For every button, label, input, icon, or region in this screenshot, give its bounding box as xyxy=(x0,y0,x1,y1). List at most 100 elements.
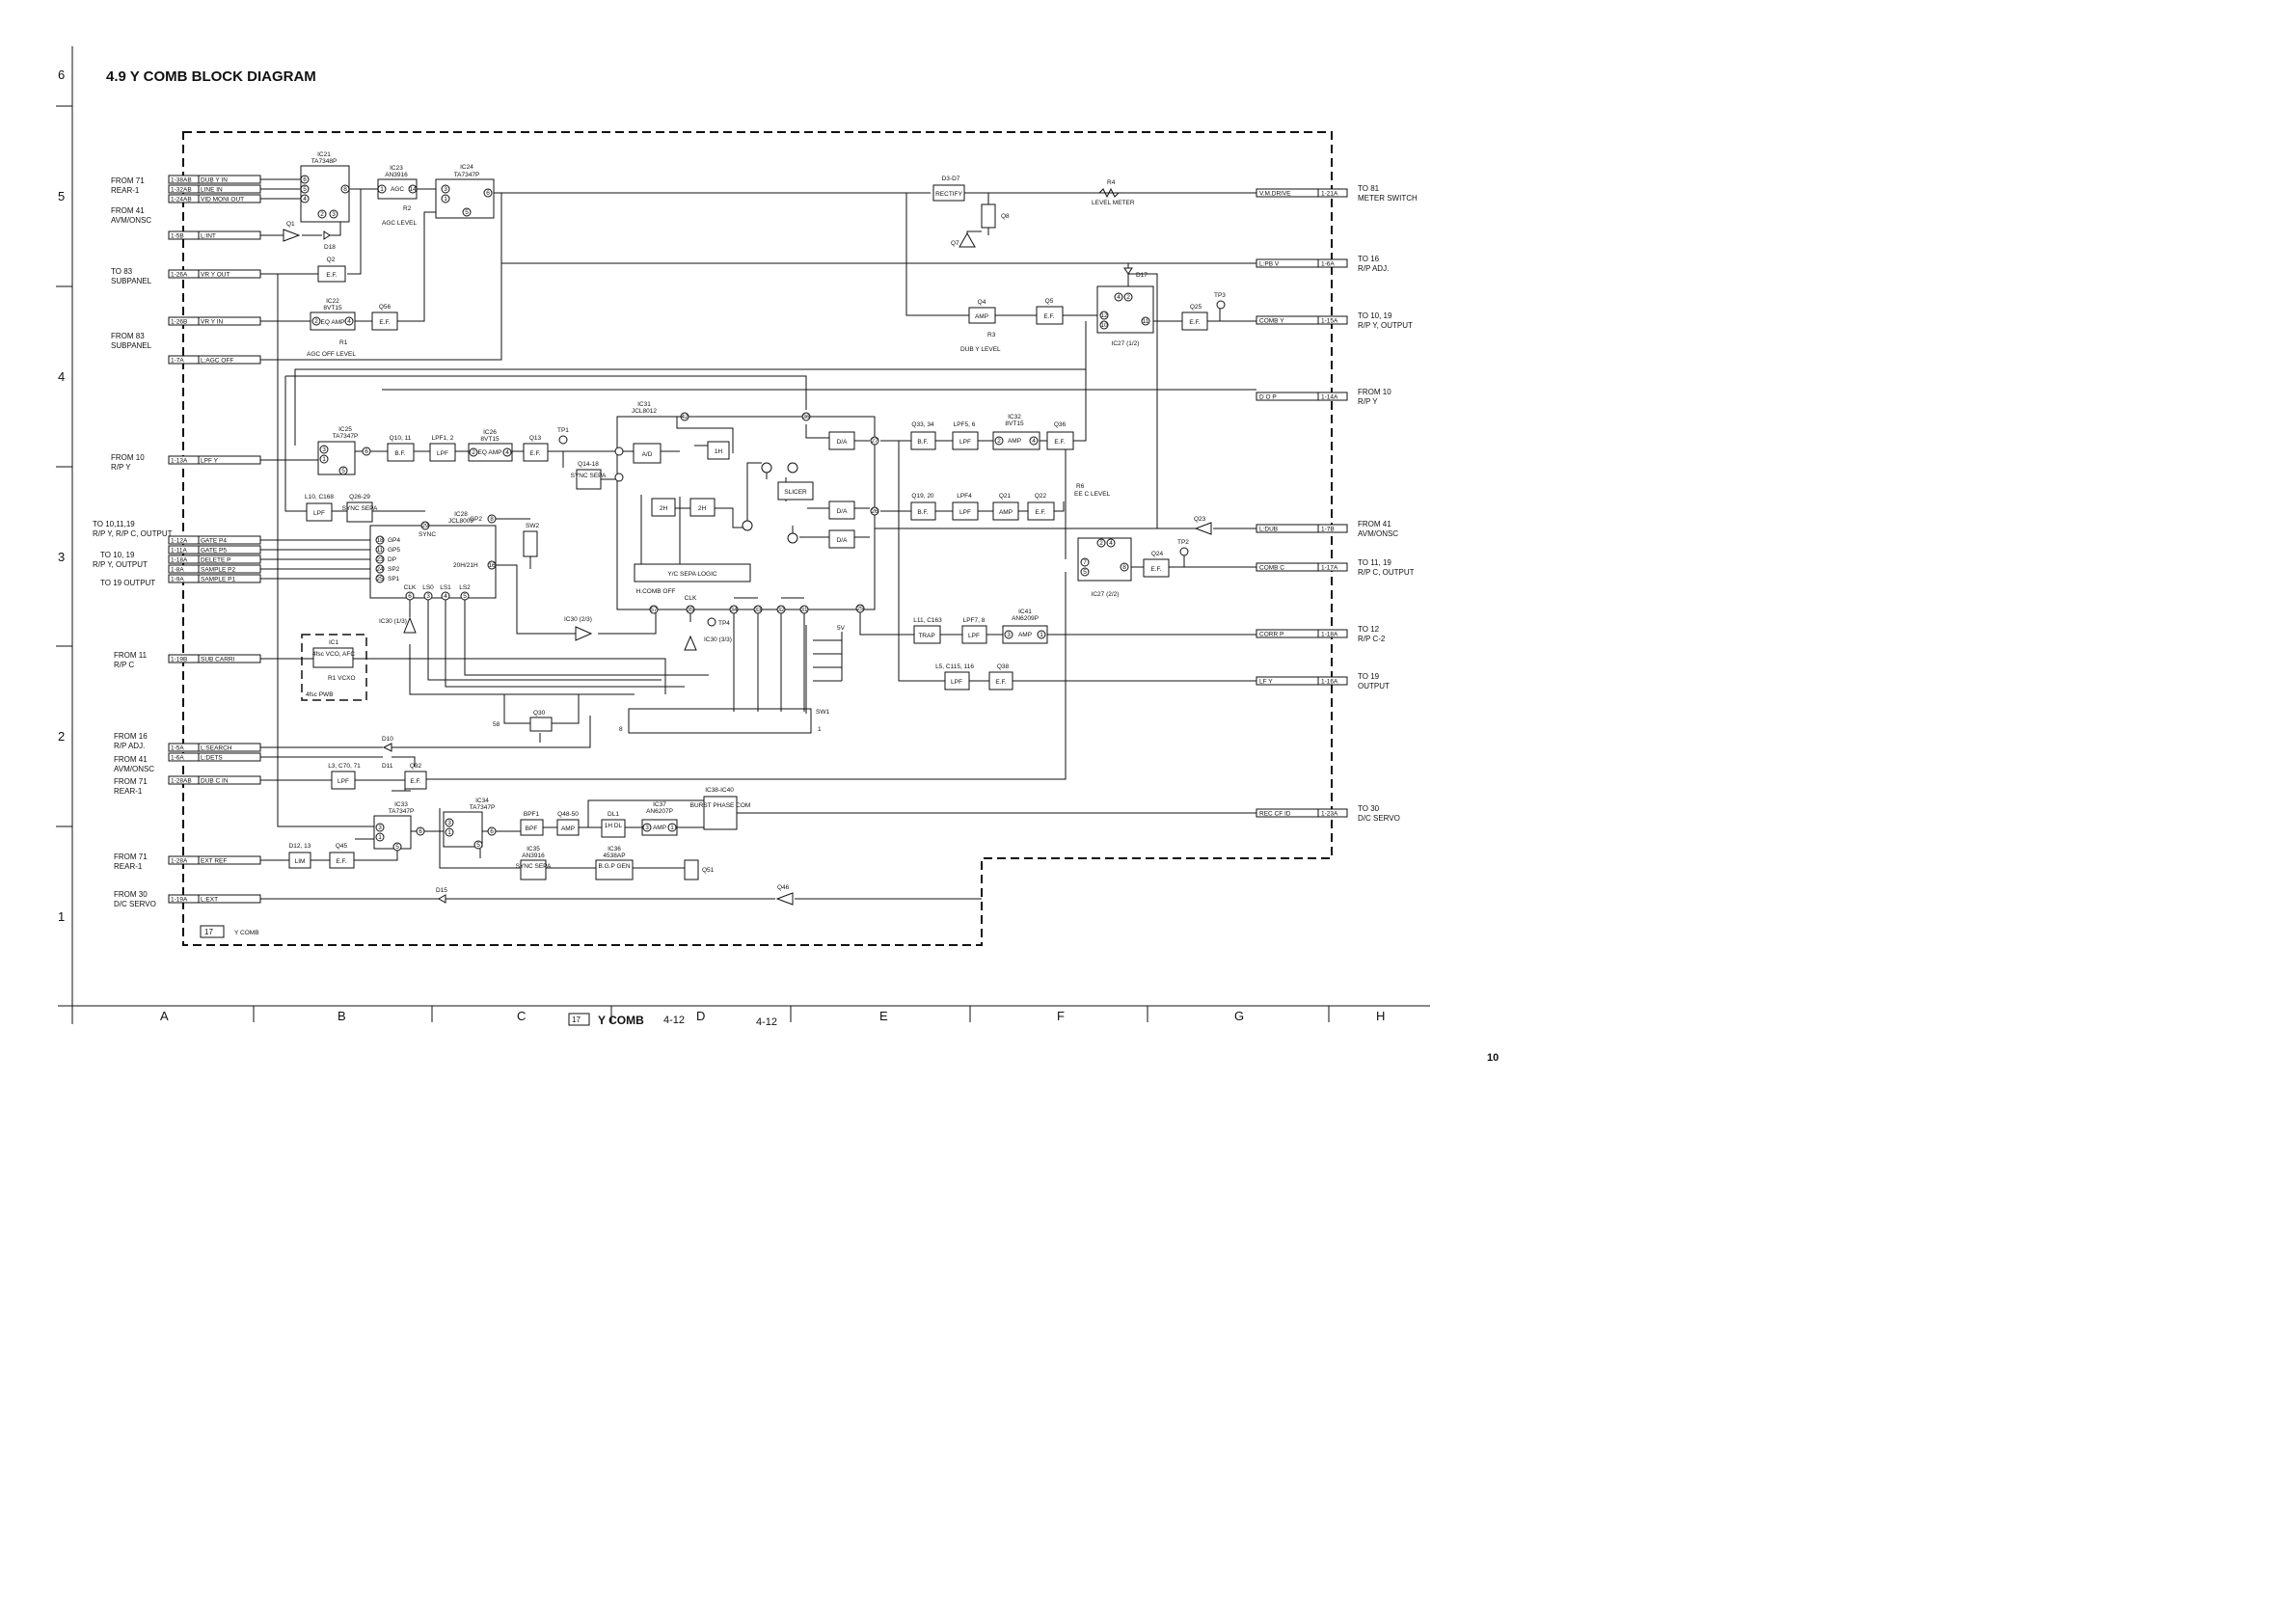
svg-text:25: 25 xyxy=(376,576,384,582)
svg-text:35: 35 xyxy=(687,607,694,613)
svg-text:R1 VCXO: R1 VCXO xyxy=(328,675,356,682)
svg-text:A/D: A/D xyxy=(642,451,653,458)
svg-text:3: 3 xyxy=(332,211,336,218)
row-label: 4 xyxy=(58,369,65,384)
svg-text:TA7348P: TA7348P xyxy=(311,158,338,165)
svg-text:TO 10, 19: TO 10, 19 xyxy=(1358,311,1392,320)
svg-text:LS0: LS0 xyxy=(422,584,434,591)
svg-text:R/P ADJ.: R/P ADJ. xyxy=(114,742,145,750)
svg-text:LPF: LPF xyxy=(313,510,325,517)
svg-text:VID MONI OUT: VID MONI OUT xyxy=(201,197,244,203)
svg-text:Q13: Q13 xyxy=(529,435,542,442)
svg-text:IC23: IC23 xyxy=(390,165,403,172)
svg-text:12: 12 xyxy=(1100,312,1108,319)
svg-text:TO 83: TO 83 xyxy=(111,267,133,276)
svg-text:AVM/ONSC: AVM/ONSC xyxy=(114,765,154,773)
svg-text:AGC LEVEL: AGC LEVEL xyxy=(382,220,418,227)
svg-text:TO 30: TO 30 xyxy=(1358,804,1380,813)
svg-text:Y/C SEPA LOGIC: Y/C SEPA LOGIC xyxy=(667,571,716,578)
svg-text:REAR-1: REAR-1 xyxy=(114,787,143,796)
l10-lpf: L10, C168 LPF xyxy=(305,494,334,522)
svg-text:Q33, 34: Q33, 34 xyxy=(911,421,934,428)
svg-text:IC1: IC1 xyxy=(329,639,339,646)
board-tag: 17 Y COMB xyxy=(200,925,259,938)
svg-text:1-16A: 1-16A xyxy=(1321,679,1338,686)
svg-text:Q14-18: Q14-18 xyxy=(578,461,599,468)
svg-text:5: 5 xyxy=(341,468,345,474)
svg-text:BPF: BPF xyxy=(526,826,538,832)
svg-text:1-26A: 1-26A xyxy=(171,272,188,279)
q13-ef: Q13 E.F. xyxy=(523,435,549,462)
svg-text:3: 3 xyxy=(378,825,382,831)
svg-text:B.F.: B.F. xyxy=(917,509,928,516)
ic28-block: IC28 JCL8009 29 SYNC 18 11 23 24 25 GP4 … xyxy=(369,511,497,601)
svg-text:FROM 71: FROM 71 xyxy=(114,853,148,861)
ic34-block: IC34 TA7347P 3 1 5 6 xyxy=(443,798,497,850)
svg-text:D/C SERVO: D/C SERVO xyxy=(1358,814,1400,823)
svg-text:4: 4 xyxy=(1109,540,1113,547)
svg-text:5V: 5V xyxy=(837,625,846,632)
svg-text:5: 5 xyxy=(1083,569,1087,576)
svg-text:4fsc VCO, AFC: 4fsc VCO, AFC xyxy=(312,651,355,658)
svg-text:LS2: LS2 xyxy=(459,584,471,591)
q1-buffer: Q1 D18 xyxy=(283,221,336,251)
svg-text:31: 31 xyxy=(800,607,808,613)
footer: 17 Y COMB 4-12 4-12 10 xyxy=(568,1013,1499,1064)
svg-text:R6: R6 xyxy=(1076,483,1085,490)
svg-text:1: 1 xyxy=(1040,632,1043,638)
svg-text:1-38AB: 1-38AB xyxy=(171,177,192,184)
svg-text:1: 1 xyxy=(670,825,674,831)
svg-text:4: 4 xyxy=(1117,294,1121,301)
sw2-switch: SW2 xyxy=(523,523,539,569)
svg-text:Y COMB: Y COMB xyxy=(234,930,259,936)
svg-text:Q32: Q32 xyxy=(410,763,422,770)
svg-text:FROM 30: FROM 30 xyxy=(114,890,148,899)
svg-text:RECTIFY: RECTIFY xyxy=(935,191,962,198)
svg-text:D/A: D/A xyxy=(837,537,849,544)
svg-text:Q10, 11: Q10, 11 xyxy=(390,435,412,442)
svg-text:IC38-IC40: IC38-IC40 xyxy=(705,787,734,794)
svg-text:IC30 (2/3): IC30 (2/3) xyxy=(564,616,592,623)
svg-text:COMB C: COMB C xyxy=(1259,565,1284,572)
svg-text:TP3: TP3 xyxy=(1214,292,1226,299)
svg-text:SLICER: SLICER xyxy=(784,489,807,496)
svg-text:3: 3 xyxy=(444,186,447,193)
svg-text:5: 5 xyxy=(395,844,399,851)
svg-text:1H DL: 1H DL xyxy=(605,823,623,829)
svg-text:D3-D7: D3-D7 xyxy=(942,176,960,182)
svg-text:1-6A: 1-6A xyxy=(171,755,184,762)
svg-text:Q21: Q21 xyxy=(999,493,1012,500)
level-meter: R4 LEVEL METER xyxy=(1092,179,1135,206)
col-label: H xyxy=(1376,1009,1385,1023)
svg-text:JCL8009: JCL8009 xyxy=(448,518,473,525)
svg-text:8VT15: 8VT15 xyxy=(323,305,342,311)
svg-text:L10, C168: L10, C168 xyxy=(305,494,334,501)
svg-text:1-5B: 1-5B xyxy=(171,233,184,240)
svg-text:58: 58 xyxy=(493,721,500,728)
svg-text:AMP: AMP xyxy=(653,825,666,831)
svg-text:L5, C115, 116: L5, C115, 116 xyxy=(935,663,974,670)
q23-buffer: Q23 xyxy=(1194,516,1212,535)
svg-text:D15: D15 xyxy=(436,887,447,894)
svg-text:1-8A: 1-8A xyxy=(171,567,184,574)
svg-text:AN3916: AN3916 xyxy=(385,172,408,178)
svg-text:Q48-50: Q48-50 xyxy=(557,811,579,818)
svg-text:B.F.: B.F. xyxy=(394,450,405,457)
svg-text:E.F.: E.F. xyxy=(1150,566,1161,573)
svg-text:GATE P5: GATE P5 xyxy=(201,548,227,555)
q1011-bf: Q10, 11 B.F. xyxy=(387,435,415,462)
svg-text:OUTPUT: OUTPUT xyxy=(1358,682,1390,690)
svg-text:LPF: LPF xyxy=(951,679,962,686)
svg-text:3: 3 xyxy=(426,593,430,600)
svg-text:IC26: IC26 xyxy=(483,429,497,436)
svg-text:L11, C163: L11, C163 xyxy=(913,617,942,624)
svg-text:LPF: LPF xyxy=(437,450,448,457)
